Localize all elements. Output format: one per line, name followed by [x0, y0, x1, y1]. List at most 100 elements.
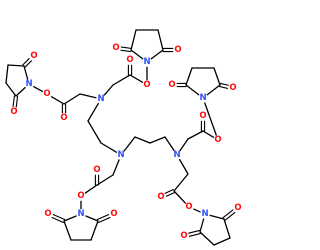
single-bond: [204, 102, 217, 136]
double-bond: [24, 60, 33, 68]
atom-label-background: [42, 89, 52, 99]
double-bond: [52, 214, 66, 221]
atom-label-background: [116, 150, 126, 160]
single-bond: [63, 215, 77, 222]
double-bond: [98, 217, 111, 224]
atom-label-background: [76, 191, 86, 201]
oxygen-atom-imide-o: O: [110, 209, 117, 219]
single-bond: [178, 158, 189, 175]
single-bond: [213, 237, 231, 246]
single-bond: [103, 84, 114, 96]
single-bond: [100, 142, 118, 153]
single-bond: [129, 74, 144, 84]
single-bond: [15, 86, 26, 97]
oxygen-atom-carbonyl: O: [199, 111, 206, 121]
single-bond: [164, 136, 175, 152]
nitrogen-atom-imide: N: [143, 57, 150, 67]
atom-label-background: [29, 51, 39, 61]
single-bond: [112, 74, 131, 86]
single-bond: [84, 184, 98, 194]
atom-label-background: [198, 93, 208, 103]
atom-label-background: [9, 107, 19, 117]
double-bond: [165, 191, 176, 197]
oxygen-atom-carbonyl: O: [126, 55, 133, 65]
oxygen-atom-imide-o: O: [10, 107, 17, 117]
double-bond: [219, 86, 229, 89]
oxygen-atom-ester: O: [185, 202, 192, 212]
nitrogen-atom-amine: N: [97, 94, 104, 104]
nitrogen-atom-amine: N: [117, 150, 124, 160]
atom-label-background: [200, 209, 210, 219]
single-bond: [173, 173, 189, 192]
atom-label-background: [142, 57, 152, 67]
single-bond: [130, 49, 144, 60]
single-bond: [202, 130, 215, 138]
single-bond: [199, 231, 215, 246]
oxygen-atom-ester: O: [43, 89, 50, 99]
single-bond: [206, 84, 221, 96]
single-bond: [179, 138, 189, 152]
single-bond: [85, 215, 99, 222]
single-bond: [87, 120, 102, 144]
double-bond: [188, 229, 201, 234]
atom-label-background: [172, 150, 182, 160]
atom-label-background: [233, 203, 243, 213]
single-bond: [87, 102, 99, 122]
oxygen-atom-imide-o: O: [180, 231, 187, 241]
single-bond: [185, 67, 193, 86]
double-bond: [120, 49, 132, 53]
oxygen-atom-carbonyl: O: [60, 113, 67, 123]
oxygen-atom-imide-o: O: [229, 83, 236, 93]
oxygen-atom-imide-o: O: [174, 45, 181, 55]
oxygen-atom-imide-o: O: [234, 203, 241, 213]
oxygen-atom-ester: O: [143, 80, 150, 90]
single-bond: [96, 174, 114, 186]
nitrogen-atom-imide: N: [25, 79, 32, 89]
double-bond: [224, 211, 236, 221]
single-bond: [209, 214, 225, 220]
single-bond: [90, 220, 99, 241]
atom-label-background: [125, 55, 135, 65]
single-bond: [32, 85, 44, 93]
single-bond: [187, 130, 204, 140]
single-bond: [134, 136, 151, 144]
atom-label-background: [24, 79, 34, 89]
single-bond: [23, 65, 29, 80]
atom-label-background: [213, 135, 223, 145]
single-bond: [7, 64, 25, 67]
single-bond: [63, 93, 81, 105]
single-bond: [150, 49, 164, 60]
nitrogen-atom-imide: N: [201, 209, 208, 219]
single-bond: [193, 208, 201, 213]
atom-label-background: [59, 113, 69, 123]
oxygen-atom-ester: O: [77, 191, 84, 201]
single-bond: [185, 84, 200, 96]
atom-label-background: [228, 83, 238, 93]
oxygen-atom-ester: O: [214, 135, 221, 145]
atom-label-background: [167, 80, 177, 90]
single-bond: [157, 29, 164, 51]
oxygen-atom-imide-o: O: [30, 51, 37, 61]
nitrogen-atom-imide: N: [199, 93, 206, 103]
oxygen-atom-imide-o: O: [168, 80, 175, 90]
double-bond: [120, 46, 132, 49]
single-bond: [123, 136, 136, 152]
atom-label-background: [173, 45, 183, 55]
single-bond: [223, 218, 231, 239]
nitrogen-atom-amine: N: [173, 150, 180, 160]
atom-label-background: [111, 43, 121, 53]
double-bond: [188, 233, 201, 237]
oxygen-atom-imide-o: O: [44, 209, 51, 219]
single-bond: [63, 220, 72, 241]
atom-label-background: [156, 192, 166, 202]
single-bond: [112, 159, 120, 176]
single-bond: [130, 29, 137, 51]
single-bond: [199, 218, 205, 233]
oxygen-atom-imide-o: O: [112, 43, 119, 53]
atom-label-background: [92, 165, 102, 175]
single-bond: [173, 190, 187, 204]
double-bond: [222, 209, 234, 219]
oxygen-atom-carbonyl: O: [93, 165, 100, 175]
